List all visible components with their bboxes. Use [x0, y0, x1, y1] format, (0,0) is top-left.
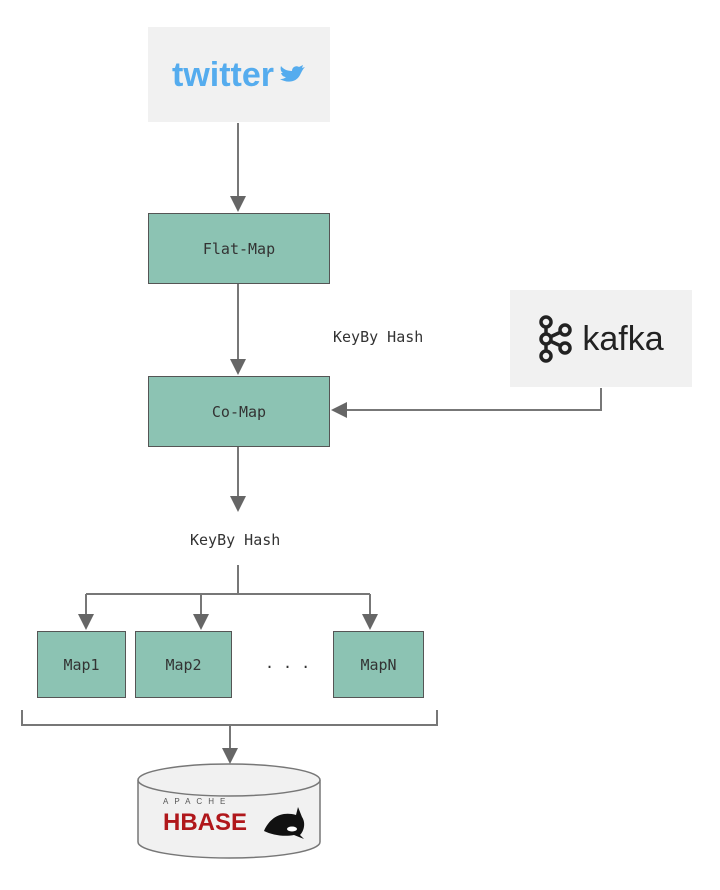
hbase-text: HBASE	[163, 809, 248, 836]
hbase-cylinder	[137, 763, 321, 859]
kafka-logo: kafka	[582, 319, 664, 358]
ellipsis: . . .	[265, 654, 311, 672]
keyby-label-2: KeyBy Hash	[190, 531, 281, 549]
twitter-source: twitter	[148, 27, 330, 122]
apache-text: APACHE	[163, 797, 232, 806]
orca-icon	[264, 807, 305, 839]
flat-map-label: Flat-Map	[202, 239, 276, 258]
co-map-label: Co-Map	[211, 402, 267, 421]
map1-node: Map1	[37, 631, 126, 698]
map1-label: Map1	[63, 655, 100, 674]
mapn-node: MapN	[333, 631, 424, 698]
bird-icon	[280, 64, 305, 82]
map2-node: Map2	[135, 631, 232, 698]
map2-label: Map2	[165, 655, 202, 674]
co-map-node: Co-Map	[148, 376, 330, 447]
twitter-logo: twitter	[172, 55, 274, 94]
arrow-kafka-comap	[331, 388, 602, 418]
brace	[21, 710, 438, 726]
kafka-icon	[539, 314, 573, 363]
flat-map-node: Flat-Map	[148, 213, 330, 284]
keyby-label-1: KeyBy Hash	[333, 328, 424, 346]
hbase-logo: APACHE HBASE	[163, 796, 247, 837]
mapn-label: MapN	[360, 655, 397, 674]
kafka-source: kafka	[510, 290, 692, 387]
